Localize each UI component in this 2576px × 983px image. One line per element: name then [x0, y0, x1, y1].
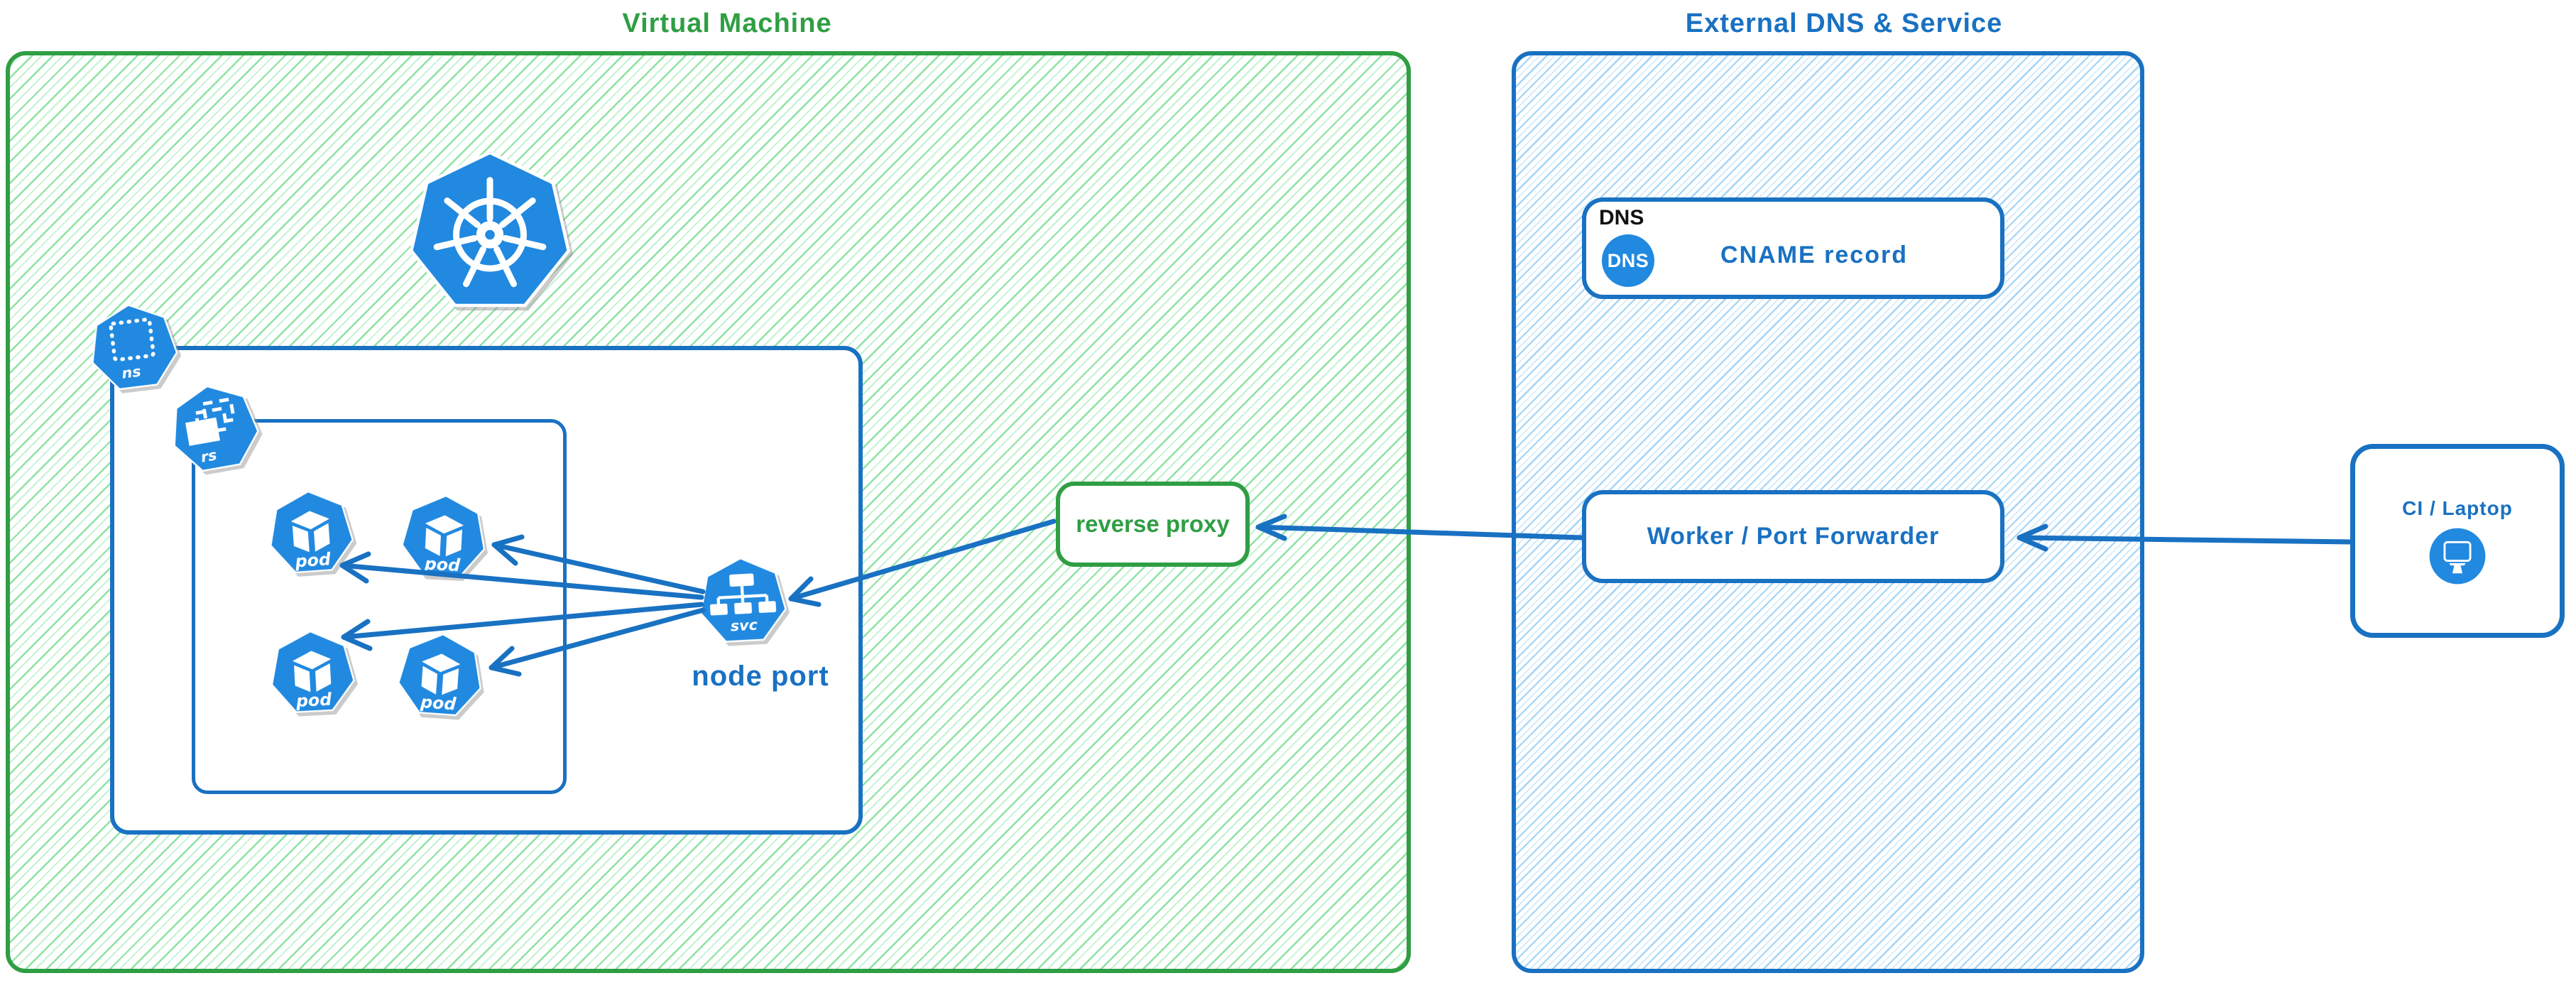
pod-label: pod [423, 554, 461, 576]
reverse-proxy-box: reverse proxy [1056, 482, 1250, 567]
namespace-icon: ns [85, 298, 182, 393]
reverse-proxy-label: reverse proxy [1076, 511, 1230, 537]
kubernetes-logo-icon [410, 151, 570, 312]
dns-icon: DNS [1602, 234, 1654, 287]
pod-label: pod [294, 549, 332, 572]
pod-icon: pod [268, 628, 356, 715]
monitor-icon [2429, 528, 2486, 584]
replicaset-icon: rs [164, 378, 264, 476]
pod-icon: pod [395, 630, 485, 718]
dns-record-box [1582, 197, 2004, 299]
pod-label: pod [295, 690, 332, 712]
namespace-label: ns [121, 363, 142, 382]
pod-label: pod [419, 692, 457, 715]
client-label: CI / Laptop [2402, 496, 2513, 519]
replicaset-box [192, 419, 567, 794]
node-port-label: node port [692, 661, 829, 692]
client-box: CI / Laptop [2350, 444, 2565, 638]
replicaset-label: rs [200, 446, 218, 466]
cname-record-label: CNAME record [1720, 241, 1908, 268]
worker-label: Worker / Port Forwarder [1647, 523, 1940, 550]
service-icon: svc [697, 555, 788, 644]
pod-icon: pod [266, 487, 356, 575]
worker-box: Worker / Port Forwarder [1582, 490, 2004, 583]
service-label: svc [730, 616, 758, 634]
dns-tag-label: DNS [1599, 206, 1644, 229]
external-group-title: External DNS & Service [1685, 9, 2003, 38]
pod-icon: pod [400, 492, 488, 579]
vm-group-title: Virtual Machine [622, 9, 832, 38]
